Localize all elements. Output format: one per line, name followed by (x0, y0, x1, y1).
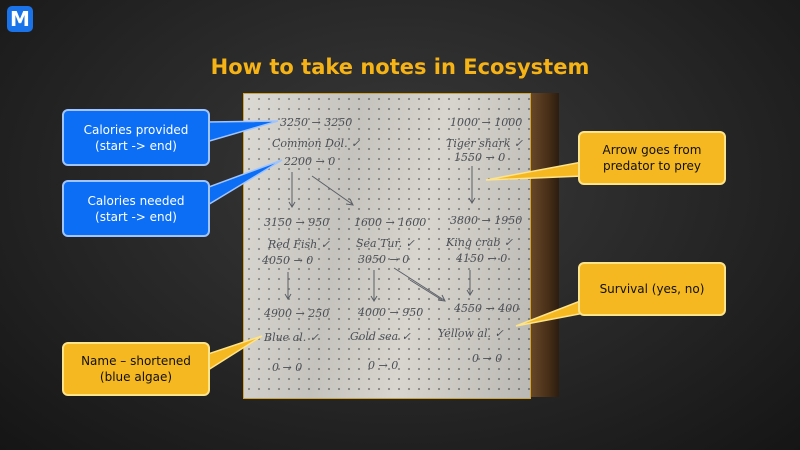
callout-calories-provided: Calories provided(start -> end) (62, 109, 210, 166)
pointer-calories-needed (205, 159, 283, 208)
callout-arrow-direction-line1: Arrow goes from (602, 143, 702, 157)
m-logo-icon: M (7, 6, 33, 32)
callout-calories-provided-line1: Calories provided (83, 122, 189, 137)
note-col1-name: Common Dol. ✓ (272, 137, 361, 150)
callout-name-shortened-line2: (blue algae) (99, 370, 173, 384)
page-title: How to take notes in Ecosystem (210, 55, 590, 79)
arrow-extra (409, 279, 443, 301)
note-col1-needed: 2200 → 0 (284, 155, 336, 168)
callout-survival-line1: Survival (yes, no) (599, 282, 705, 296)
callout-name-shortened: Name – shortened (blue algae) (62, 342, 210, 396)
note-sea-turtle-name: Sea Tur. ✓ (356, 237, 415, 250)
note-red-fish-needed: 4050 → 0 (262, 254, 314, 267)
pointer-arrow-direction (485, 161, 583, 181)
note-king-crab-needed: 4150 → 0 (456, 252, 508, 265)
note-col3-provided: 1000 → 1000 (450, 116, 523, 129)
callout-arrow-direction-line2: predator to prey (602, 159, 702, 173)
pointer-name-shortened (207, 335, 263, 372)
note-red-fish-provided: 3150 → 950 (264, 216, 330, 229)
note-col1-provided: 3250 → 3250 (280, 116, 353, 129)
note-col3-name: Tiger shark ✓ (446, 137, 524, 150)
callout-calories-needed-line2: (start -> end) (95, 209, 177, 224)
note-blue-algae-provided: 4900 → 250 (264, 307, 330, 320)
note-col3-needed: 1550 → 0 (454, 151, 506, 164)
note-red-fish-name: Red Fish ✓ (268, 238, 330, 251)
callout-calories-provided-line2: (start -> end) (95, 138, 177, 153)
note-yellow-algae-needed: 0 → 0 (472, 352, 503, 365)
callout-calories-needed: Calories needed(start -> end) (62, 180, 210, 237)
arrow-dolphin-to-sea-turtle (311, 175, 353, 205)
note-blue-algae-name: Blue al. ✓ (264, 331, 319, 344)
callout-survival: Survival (yes, no) (578, 262, 726, 316)
note-king-crab-name: King crab ✓ (446, 236, 514, 249)
note-sea-turtle-needed: 3050 → 0 (358, 253, 410, 266)
note-yellow-algae-provided: 4550 → 400 (454, 302, 520, 315)
notes-photo: 3250 → 3250 Common Dol. ✓ 2200 → 0 1000 … (243, 93, 531, 399)
note-gold-sea-provided: 4000 → 950 (358, 306, 424, 319)
callout-arrow-direction: Arrow goes from predator to prey (578, 131, 726, 185)
note-king-crab-provided: 3800 → 1950 (450, 214, 523, 227)
note-sea-turtle-provided: 1600 → 1600 (354, 216, 427, 229)
note-gold-sea-needed: 0 → 0 (368, 359, 399, 372)
arrow-sea-turtle-to-yellow-algae (393, 267, 445, 301)
pointer-calories-provided (205, 120, 279, 143)
note-yellow-algae-name: Yellow al. ✓ (438, 327, 504, 340)
callout-calories-needed-line1: Calories needed (87, 193, 185, 208)
note-gold-sea-name: Gold sea ✓ (350, 330, 411, 343)
wooden-table-edge (529, 93, 559, 397)
hand-drawn-arrows (284, 166, 476, 302)
callout-name-shortened-line1: Name – shortened (81, 354, 191, 368)
note-blue-algae-needed: 0 → 0 (272, 361, 303, 374)
